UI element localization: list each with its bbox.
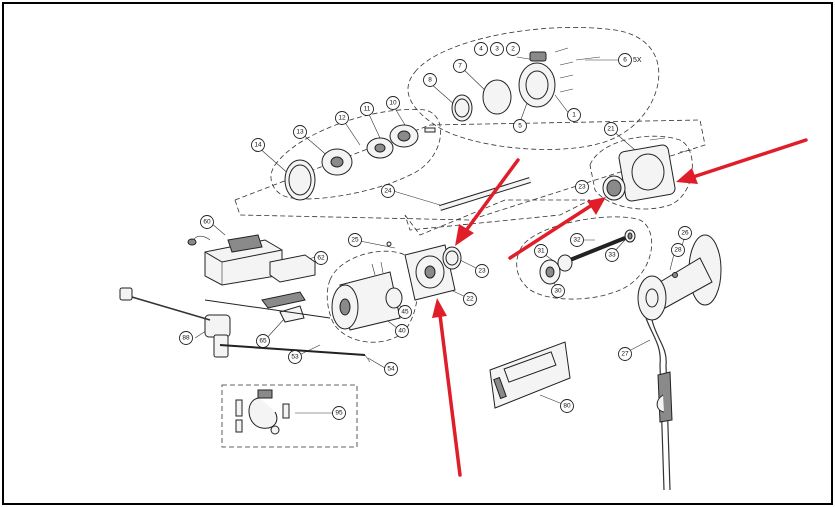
callout-65: 65	[256, 334, 270, 348]
bolt-quantity-note: 5X	[633, 57, 642, 64]
svg-text:62: 62	[317, 255, 325, 262]
svg-text:53: 53	[291, 354, 299, 361]
svg-text:80: 80	[563, 403, 571, 410]
svg-text:31: 31	[537, 248, 545, 255]
svg-text:27: 27	[621, 351, 629, 358]
callout-30: 30	[551, 284, 565, 298]
svg-text:65: 65	[259, 338, 267, 345]
callout-24: 24	[381, 184, 395, 198]
tie-rod	[439, 177, 531, 211]
svg-text:40: 40	[398, 328, 406, 335]
arrow-to-upper-seal	[508, 197, 606, 260]
callout-11: 11	[360, 102, 374, 116]
callout-53: 53	[288, 350, 302, 364]
arrow-to-lower-bushing	[432, 298, 462, 477]
svg-text:2: 2	[511, 46, 515, 53]
svg-text:11: 11	[364, 106, 371, 113]
callout-45: 45	[398, 305, 412, 319]
gear-housing-end	[602, 137, 693, 202]
svg-text:3: 3	[495, 46, 499, 53]
svg-text:26: 26	[681, 230, 689, 237]
svg-text:23: 23	[478, 268, 486, 275]
roller-fairlead	[489, 341, 571, 409]
winch-drum	[637, 234, 722, 321]
callout-27: 27	[618, 347, 632, 361]
svg-text:4: 4	[479, 46, 483, 53]
svg-text:21: 21	[607, 126, 615, 133]
svg-text:24: 24	[384, 188, 392, 195]
svg-text:1: 1	[572, 112, 576, 119]
svg-text:6: 6	[623, 57, 627, 64]
callout-8: 8	[423, 73, 437, 87]
planetary-gears	[284, 124, 436, 201]
callout-22: 22	[463, 292, 477, 306]
svg-text:8: 8	[428, 77, 432, 84]
callout-2: 2	[506, 42, 520, 56]
svg-text:22: 22	[466, 296, 474, 303]
callout-12: 12	[335, 111, 349, 125]
hardware-kit	[235, 389, 290, 435]
battery-cable	[204, 299, 371, 363]
arrow-to-end-plate-seal	[455, 158, 520, 246]
callout-31: 31	[534, 244, 548, 258]
callout-7: 7	[453, 59, 467, 73]
callout-26: 26	[678, 226, 692, 240]
callout-28: 28	[671, 243, 685, 257]
svg-text:54: 54	[387, 366, 395, 373]
mounting-bracket	[261, 291, 306, 323]
callout-10: 10	[386, 96, 400, 110]
callout-88: 88	[179, 331, 193, 345]
callout-54: 54	[384, 362, 398, 376]
drive-shaft	[539, 229, 636, 285]
callout-25: 25	[348, 233, 362, 247]
clutch-housing	[451, 47, 601, 122]
callout-23-lower: 23	[475, 264, 489, 278]
svg-text:5: 5	[518, 123, 522, 130]
svg-text:7: 7	[458, 63, 462, 70]
callout-3: 3	[490, 42, 504, 56]
motor	[331, 261, 403, 331]
leader-lines	[194, 56, 686, 414]
callout-4: 4	[474, 42, 488, 56]
svg-text:88: 88	[182, 335, 190, 342]
parts	[119, 47, 722, 491]
svg-text:33: 33	[608, 252, 616, 259]
svg-text:45: 45	[401, 309, 409, 316]
callout-80: 80	[560, 399, 574, 413]
svg-text:13: 13	[296, 129, 304, 136]
svg-text:30: 30	[554, 288, 562, 295]
svg-text:60: 60	[203, 219, 211, 226]
callouts: 4 3 2 6 5X 8 7 1 5 10 11 12 13 14 21 23 …	[179, 42, 692, 420]
svg-text:10: 10	[389, 100, 397, 107]
svg-text:28: 28	[674, 247, 682, 254]
callout-33: 33	[605, 248, 619, 262]
wire-rope	[645, 317, 673, 491]
callout-32: 32	[570, 233, 584, 247]
svg-text:14: 14	[254, 142, 262, 149]
callout-95: 95	[332, 406, 346, 420]
svg-text:95: 95	[335, 410, 343, 417]
svg-text:32: 32	[573, 237, 581, 244]
callout-23-upper: 23	[575, 180, 589, 194]
callout-5: 5	[513, 119, 527, 133]
callout-6: 6	[618, 53, 632, 67]
callout-60: 60	[200, 215, 214, 229]
arrow-to-gear-housing	[676, 138, 808, 184]
group-outlines	[221, 27, 706, 448]
control-box	[187, 234, 316, 286]
callout-13: 13	[293, 125, 307, 139]
callout-14: 14	[251, 138, 265, 152]
callout-62: 62	[314, 251, 328, 265]
svg-text:12: 12	[338, 115, 346, 122]
callout-40: 40	[395, 324, 409, 338]
remote-control	[119, 287, 231, 358]
motor-end-plate	[386, 241, 462, 301]
svg-text:23: 23	[578, 184, 586, 191]
annotation-arrows	[432, 138, 808, 477]
callout-1: 1	[567, 108, 581, 122]
svg-text:25: 25	[351, 237, 359, 244]
callout-21: 21	[604, 122, 618, 136]
